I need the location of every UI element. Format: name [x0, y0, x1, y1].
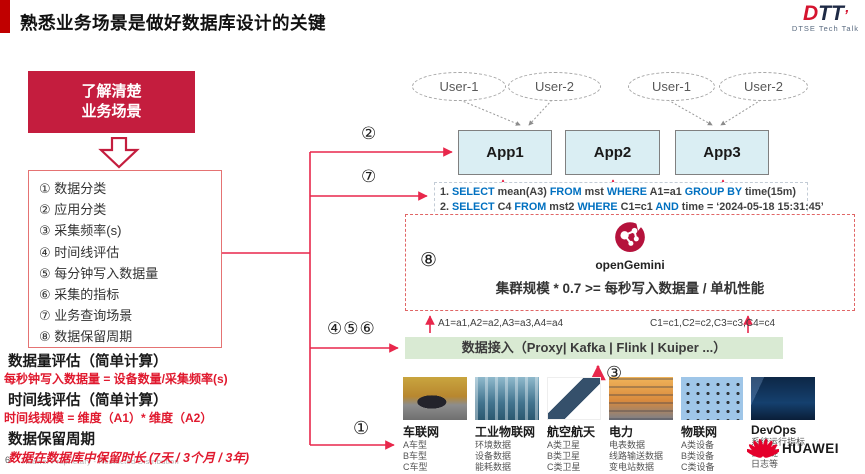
industry-line: B类设备 — [681, 450, 715, 461]
user-ellipse: User-1 — [628, 72, 715, 101]
user-ellipse: User-1 — [412, 72, 506, 101]
opengemini-label: openGemini — [595, 258, 665, 272]
industry-iov: 车联网 A车型 B车型 C车型 — [403, 377, 467, 472]
power-image — [609, 377, 673, 420]
step-2-badge: ② — [361, 124, 378, 143]
section-formula-retention: 数据在数据库中保留时长 (7天 / 3个月 / 3年) — [8, 451, 249, 465]
devops-image — [751, 377, 815, 420]
industry-line: C类设备 — [681, 461, 715, 472]
industry-aerospace: 航空航天 A类卫星 B类卫星 C类卫星 — [547, 377, 601, 472]
dtt-letters-tt: TT — [818, 2, 844, 25]
app2-box: App2 — [565, 130, 660, 175]
cluster-sizing-formula: 集群规模 * 0.7 >= 每秒写入数据量 / 单机性能 — [495, 281, 765, 296]
industry-line: 日志等 — [751, 458, 779, 469]
dtt-tagline: DTSE Tech Talk — [791, 24, 859, 33]
checklist-item: ⑦ 业务查询场景 — [39, 308, 133, 324]
step-3-badge: ③ — [606, 363, 624, 383]
step-7-badge: ⑦ — [361, 167, 378, 186]
section-heading-timeline: 时间线评估（简单计算） — [8, 393, 168, 409]
industry-name: 电力 — [609, 425, 634, 439]
checklist-item: ④ 时间线评估 — [39, 244, 120, 260]
step-1-badge: ① — [353, 418, 371, 438]
industry-name: 工业物联网 — [475, 425, 536, 439]
app3-box: App3 — [675, 130, 769, 175]
page-number: 6 — [5, 455, 11, 465]
opengemini-engine-box: ⑧ openGemini 集群规模 * 0.7 >= 每秒写入数据量 / 单机性… — [405, 214, 855, 311]
opengemini-logo-icon — [615, 222, 645, 252]
dtt-tick: ’ — [843, 7, 848, 24]
checklist-item: ② 应用分类 — [39, 202, 107, 218]
checklist-item: ⑥ 采集的指标 — [39, 287, 120, 303]
industry-iot: 物联网 A类设备 B类设备 C类设备 — [681, 377, 743, 472]
user2-app3-link — [720, 99, 762, 126]
dtt-wordmark: DTT’ — [792, 3, 859, 24]
dimension-tags-left: A1=a1,A2=a2,A3=a3,A4=a4 — [438, 318, 564, 329]
down-arrow-icon — [98, 137, 140, 169]
industry-line: 变电站数据 — [609, 461, 655, 472]
industry-line: 能耗数据 — [475, 461, 512, 472]
iot-image — [681, 377, 743, 420]
industry-power: 电力 电表数据 线路输送数据 变电站数据 — [609, 377, 673, 472]
checklist-item: ① 数据分类 — [39, 181, 107, 196]
goal-box: 了解清楚 业务场景 — [28, 71, 195, 133]
section-formula-timeline: 时间线规模 = 维度（A1）* 维度（A2） — [4, 411, 213, 425]
industry-line: 环境数据 — [475, 440, 512, 450]
footer-note: Huawei Proprietary - Restricted Distribu… — [22, 457, 179, 466]
huawei-logo: HUAWEI — [747, 437, 839, 460]
huawei-wordmark: HUAWEI — [782, 441, 839, 456]
industry-line: 系统运行指标 — [751, 437, 806, 447]
checklist-item: ③ 采集频率(s) — [39, 223, 122, 239]
dtse-tech-talk-logo: DTT’ DTSE Tech Talk — [792, 3, 859, 33]
requirements-checklist: ① 数据分类 ② 应用分类 ③ 采集频率(s) ④ 时间线评估 ⑤ 每分钟写入数… — [28, 170, 222, 348]
app1-box: App1 — [458, 130, 552, 175]
user-ellipse: User-2 — [508, 72, 601, 101]
step-456-badge: ④⑤⑥ — [327, 319, 376, 338]
industry-line: C车型 — [403, 461, 428, 472]
industry-line: B类卫星 — [547, 450, 581, 461]
dtt-letter-d: D — [802, 2, 819, 25]
user1-app1-link — [459, 99, 521, 126]
iiot-image — [475, 377, 539, 420]
sql-line-2: 2. SELECT C4 FROM mst2 WHERE C1=c1 AND t… — [440, 201, 824, 213]
data-ingest-bar: 数据接入（Proxy| Kafka | Flink | Kuiper ...） — [405, 337, 783, 359]
title-accent-bar — [0, 0, 10, 33]
sql-examples-box: 1. SELECT mean(A3) FROM mst WHERE A1=a1 … — [434, 182, 824, 217]
user-ellipse: User-2 — [719, 72, 808, 101]
step-8-badge: ⑧ — [420, 250, 439, 271]
industry-line: A类设备 — [681, 440, 715, 450]
industry-name: 航空航天 — [547, 425, 596, 439]
industry-line: 线路输送数据 — [609, 450, 664, 461]
industry-iiot: 工业物联网 环境数据 设备数据 能耗数据 — [475, 377, 539, 472]
huawei-flower-icon — [747, 438, 779, 458]
goal-line-2: 业务场景 — [81, 103, 142, 120]
checklist-item: ⑧ 数据保留周期 — [39, 329, 133, 345]
industry-name: DevOps — [751, 423, 797, 437]
user1-app3-link — [667, 99, 713, 126]
industry-line: B车型 — [403, 450, 428, 461]
industry-line: A车型 — [403, 440, 428, 450]
industry-line: 电表数据 — [609, 440, 646, 450]
industry-name: 物联网 — [681, 425, 718, 439]
goal-line-1: 了解清楚 — [81, 83, 142, 100]
page-title: 熟悉业务场景是做好数据库设计的关键 — [20, 13, 326, 33]
industry-name: 车联网 — [403, 425, 440, 439]
industry-line: A类卫星 — [547, 440, 581, 450]
checklist-item: ⑤ 每分钟写入数据量 — [39, 265, 159, 281]
section-formula-volume: 每秒钟写入数据量 = 设备数量/采集频率(s) — [4, 372, 228, 386]
aerospace-image — [547, 377, 601, 420]
user2-app1-link — [528, 99, 553, 126]
sql-line-1: 1. SELECT mean(A3) FROM mst WHERE A1=a1 … — [440, 186, 796, 198]
iov-image — [403, 377, 467, 420]
dimension-tags-right: C1=c1,C2=c2,C3=c3,C4=c4 — [650, 318, 776, 329]
section-heading-volume: 数据量评估（简单计算） — [8, 354, 168, 370]
section-heading-retention: 数据保留周期 — [8, 432, 95, 448]
industry-line: C类卫星 — [547, 461, 581, 472]
industry-line: 设备数据 — [475, 450, 512, 461]
